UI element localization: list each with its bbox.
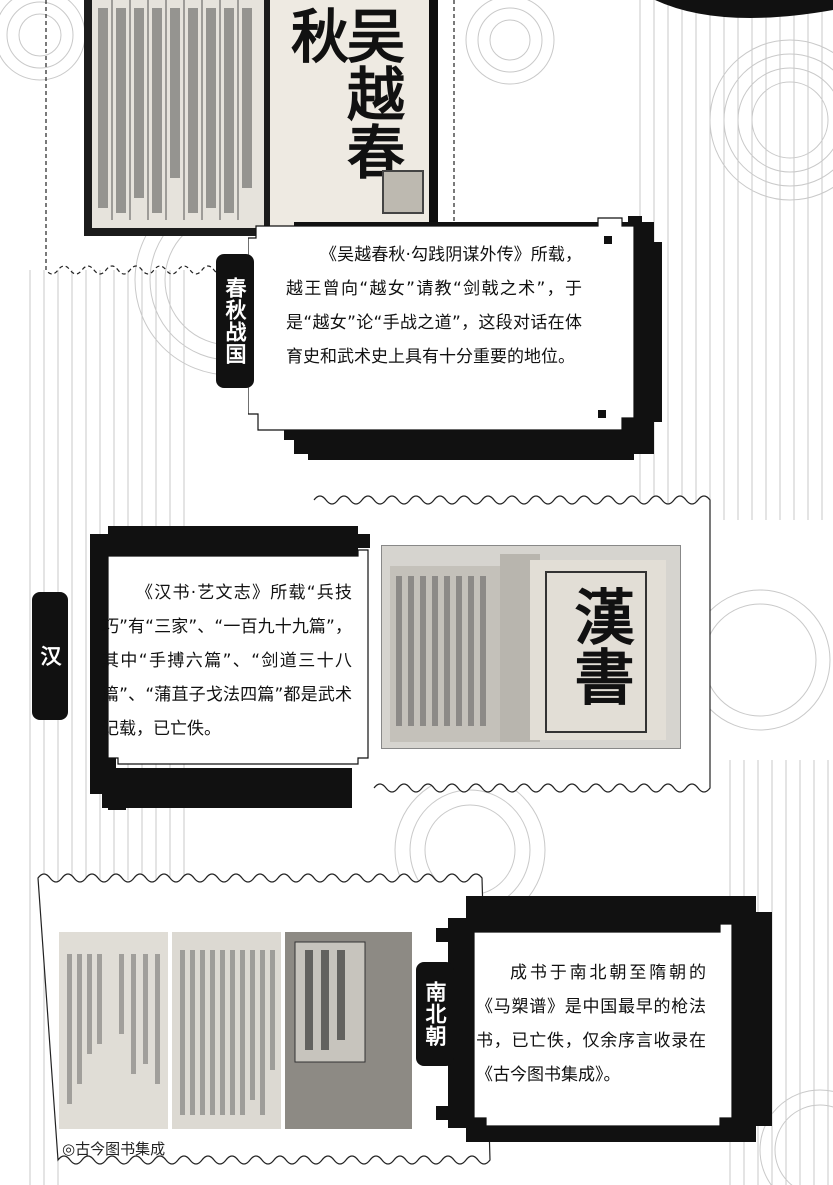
photo-caption: ◎古今图书集成 bbox=[62, 1140, 166, 1158]
era-tab-han: 汉 bbox=[32, 592, 68, 720]
era-tab-spring-autumn: 春秋战国 bbox=[216, 254, 254, 388]
book-page-illustration bbox=[92, 0, 438, 236]
book-photo-gujin-cover bbox=[285, 932, 412, 1129]
book-photo-gujin-1 bbox=[59, 932, 168, 1129]
book-photo-wuyue: 吴越春秋 bbox=[84, 0, 438, 236]
section-text-3: 成书于南北朝至隋朝的《马槊谱》是中国最早的枪法书，已亡佚，仅余序言收录在《古今图… bbox=[476, 963, 706, 1085]
section-text-1: 《吴越春秋·勾践阴谋外传》所载，越王曾向“越女”请教“剑戟之术”，于是“越女”论… bbox=[286, 245, 582, 367]
pixel-card-2 bbox=[90, 526, 370, 810]
seal-stamp bbox=[382, 170, 424, 214]
hanshu-cover-title: 漢書 bbox=[564, 586, 634, 706]
book-photo-hanshu: 漢書 bbox=[381, 545, 681, 749]
pixel-card-3 bbox=[436, 896, 772, 1142]
book-photo-gujin-2 bbox=[172, 932, 281, 1129]
pixel-card-1 bbox=[248, 216, 662, 460]
book-cover-title: 吴越春秋 bbox=[281, 6, 405, 180]
section-text-2: 《汉书·艺文志》所载“兵技巧”有“三家”、“一百九十九篇”，其中“手搏六篇”、“… bbox=[102, 583, 352, 739]
era-tab-southern-northern: 南北朝 bbox=[416, 962, 454, 1066]
hanshu-page-illustration bbox=[390, 554, 666, 742]
